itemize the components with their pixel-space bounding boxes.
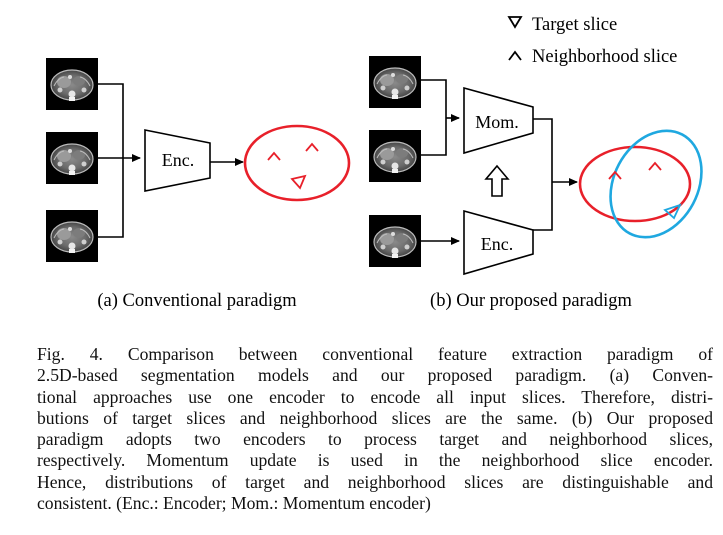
panel-b-caption: (b) Our proposed paradigm [430, 291, 633, 311]
caption-line: 2.5D-based segmentation models and our p… [37, 365, 713, 386]
ct-slice-image-a3 [45, 209, 99, 263]
ct-slice-image-a2 [45, 131, 99, 185]
ct-slice-image-a1 [45, 57, 99, 111]
caption-line: Fig. 4. Comparison between conventional … [37, 344, 713, 364]
caption-line: consistent. (Enc.: Encoder; Mom.: Moment… [37, 493, 431, 514]
momentum-encoder-label: Mom. [475, 112, 519, 132]
caption-line: respectively. Momentum update is used in… [37, 450, 713, 471]
target-slice-legend-label: Target slice [532, 15, 617, 35]
neighborhood-slice-legend-icon [508, 50, 522, 61]
momentum-update-arrow-icon [484, 164, 510, 197]
encoder-trapezoid-b [463, 209, 534, 276]
distribution-ellipse-a [243, 124, 351, 202]
connector-lines-b [421, 79, 578, 245]
panel-b: Mom. Enc. (b) Our proposed paradigm [368, 55, 703, 311]
panel-a-caption: (a) Conventional paradigm [97, 291, 297, 311]
panel-a: Enc. (a) Conventional paradigm [45, 57, 351, 311]
neighborhood-slice-legend-label: Neighborhood slice [532, 47, 677, 67]
target-marker-a [290, 174, 307, 190]
neighbor-marker-b2 [648, 161, 662, 171]
neighbor-marker-a1 [267, 151, 281, 161]
ct-slice-image-b3 [368, 214, 422, 268]
target-distribution-ellipse [578, 145, 692, 223]
figure-diagram: Enc. (a) Conventional paradigm Target sl… [45, 15, 703, 311]
neighbor-distribution-ellipse [609, 129, 703, 239]
figure-caption: Fig. 4. Comparison between conventional … [37, 344, 713, 514]
connector-lines-a [98, 83, 141, 238]
encoder-label-b: Enc. [481, 234, 513, 254]
target-slice-legend-icon [507, 16, 523, 29]
encoder-trapezoid-a [144, 129, 211, 192]
caption-line: paradigm adopts two encoders to process … [37, 429, 713, 450]
neighbor-marker-b1 [608, 170, 622, 180]
ct-slice-image-b1 [368, 55, 422, 109]
target-marker-b [663, 203, 682, 220]
caption-line: Hence, distributions of target and neigh… [37, 471, 713, 492]
ct-slice-image-b2 [368, 129, 422, 183]
caption-line: butions of target slices and neighborhoo… [37, 407, 713, 428]
legend: Target slice Neighborhood slice [507, 15, 677, 67]
caption-line: tional approaches use one encoder to enc… [37, 386, 713, 407]
neighbor-marker-a2 [305, 142, 319, 152]
momentum-encoder-trapezoid [463, 86, 534, 155]
encoder-label-a: Enc. [162, 150, 194, 170]
